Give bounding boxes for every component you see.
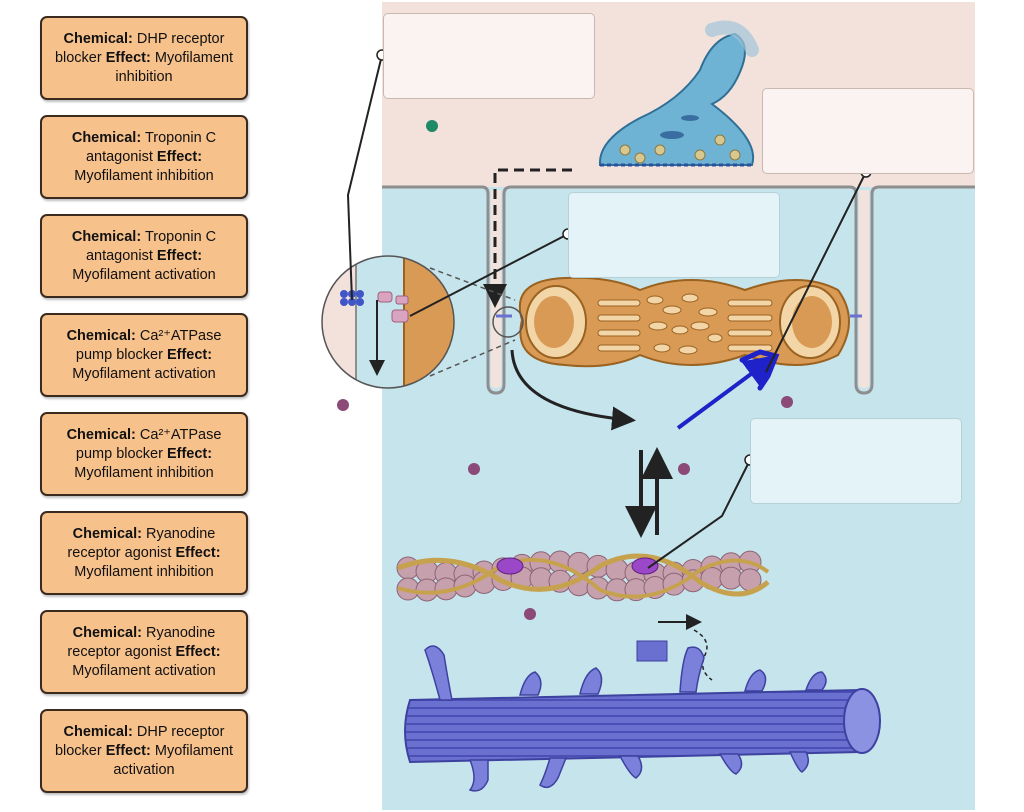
calcium-ion [524, 608, 536, 620]
drop-zone-1[interactable] [383, 13, 595, 99]
chemical-value: Troponin C antagonist [85, 129, 217, 165]
chemical-value: Ryanodine receptor agonist [67, 624, 216, 660]
answer-card[interactable]: Chemical: Troponin C antagonist Effect: … [40, 115, 248, 199]
effect-label: Effect: [105, 49, 151, 66]
thick-filament [404, 645, 881, 792]
answer-card-text: Chemical: Troponin C antagonist Effect: … [50, 129, 238, 186]
effect-value: Myofilament activation [72, 662, 216, 679]
chemical-label: Chemical: [66, 426, 136, 443]
leader-lines [346, 54, 867, 569]
answer-card-text: Chemical: Ca²⁺ATPase pump blocker Effect… [50, 426, 238, 483]
answer-card-text: Chemical: DHP receptor blocker Effect: M… [50, 723, 238, 780]
thin-filament [396, 550, 770, 602]
effect-label: Effect: [175, 643, 221, 660]
chemical-value: Ryanodine receptor agonist [67, 525, 216, 561]
ca-atpase-pump-arrow [676, 355, 777, 430]
tropomyosin-strand [397, 557, 770, 599]
chemical-label: Chemical: [72, 525, 142, 542]
answer-card[interactable]: Chemical: DHP receptor blocker Effect: M… [40, 16, 248, 100]
calcium-ion [337, 399, 349, 411]
effect-value: Myofilament inhibition [74, 563, 214, 580]
effect-label: Effect: [166, 445, 213, 462]
motor-neuron-terminal [598, 20, 759, 167]
chemical-label: Chemical: [63, 30, 133, 47]
myosin-swing-path [693, 629, 713, 681]
myosin-head-block [636, 640, 668, 662]
effect-value: Myofilament inhibition [115, 49, 234, 85]
calcium-ion [678, 463, 690, 475]
effect-value: Myofilament inhibition [74, 167, 214, 184]
answer-card[interactable]: Chemical: DHP receptor blocker Effect: M… [40, 709, 248, 793]
t-tubule-right [859, 190, 869, 388]
tropomyosin-strand [397, 553, 770, 597]
ca-atpase-pump [739, 349, 780, 391]
chemical-value: DHP receptor blocker [54, 723, 225, 759]
answer-card[interactable]: Chemical: Ryanodine receptor agonist Eff… [40, 511, 248, 595]
chemical-label: Chemical: [72, 624, 142, 641]
calcium-release-arrow [510, 349, 636, 431]
drop-zone-3[interactable] [568, 192, 780, 278]
answer-card-text: Chemical: Troponin C antagonist Effect: … [50, 228, 238, 285]
effect-label: Effect: [156, 148, 203, 165]
sarcolemma [382, 185, 975, 395]
chemical-value: Ca²⁺ATPase pump blocker [75, 327, 222, 363]
answer-card-text: Chemical: DHP receptor blocker Effect: M… [50, 30, 238, 87]
effect-label: Effect: [166, 346, 213, 363]
chemical-label: Chemical: [66, 327, 136, 344]
effect-label: Effect: [156, 247, 203, 264]
chemical-label: Chemical: [71, 129, 142, 146]
action-potential-path [483, 168, 572, 308]
chemical-value: Troponin C antagonist [85, 228, 217, 264]
troponin-complex [631, 557, 659, 575]
chemical-value: Ca²⁺ATPase pump blocker [75, 426, 222, 462]
answer-card-text: Chemical: Ca²⁺ATPase pump blocker Effect… [50, 327, 238, 384]
troponin-complex [496, 557, 524, 575]
answer-card[interactable]: Chemical: Ca²⁺ATPase pump blocker Effect… [40, 313, 248, 397]
acetylcholine-molecule [426, 120, 438, 132]
answer-card[interactable]: Chemical: Ca²⁺ATPase pump blocker Effect… [40, 412, 248, 496]
effect-value: Myofilament activation [72, 365, 216, 382]
answer-card[interactable]: Chemical: Ryanodine receptor agonist Eff… [40, 610, 248, 694]
answer-card-text: Chemical: Ryanodine receptor agonist Eff… [50, 624, 238, 681]
drop-zone-4[interactable] [750, 418, 962, 504]
drop-zone-2[interactable] [762, 88, 974, 174]
sarcoplasmic-reticulum [518, 276, 850, 368]
effect-value: Myofilament inhibition [74, 464, 214, 481]
chemical-value: DHP receptor blocker [54, 30, 225, 66]
effect-value: Myofilament activation [72, 266, 216, 283]
effect-value: Myofilament activation [113, 742, 234, 778]
chemical-label: Chemical: [71, 228, 142, 245]
calcium-ion [468, 463, 480, 475]
calcium-ion [781, 396, 793, 408]
effect-label: Effect: [175, 544, 221, 561]
effect-label: Effect: [105, 742, 151, 759]
answer-card[interactable]: Chemical: Troponin C antagonist Effect: … [40, 214, 248, 298]
chemical-label: Chemical: [63, 723, 133, 740]
answer-card-text: Chemical: Ryanodine receptor agonist Eff… [50, 525, 238, 582]
